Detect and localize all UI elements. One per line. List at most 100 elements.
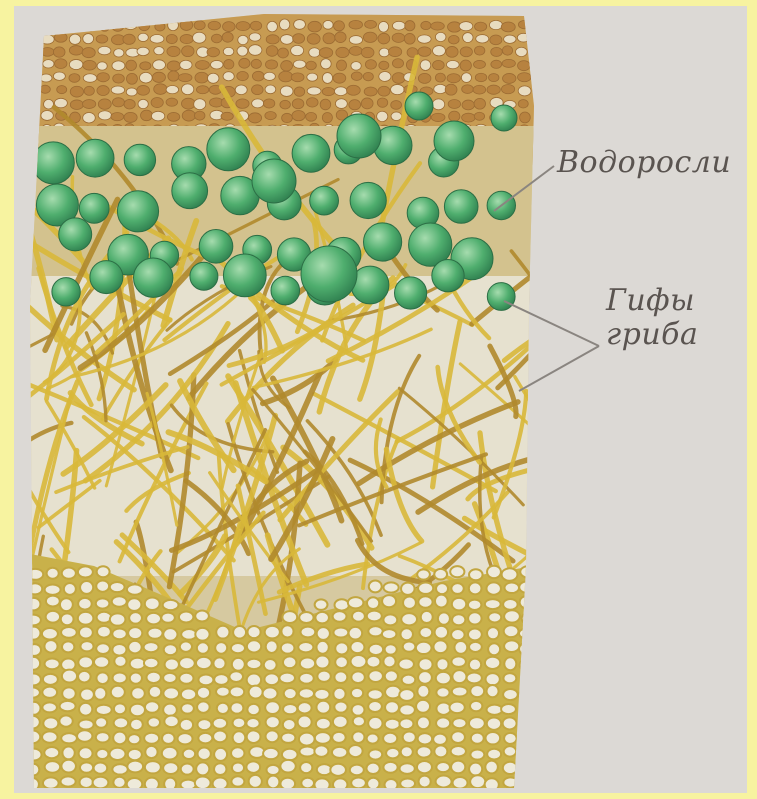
lower-cortex-cell [520, 596, 533, 608]
lower-cortex-cell [504, 625, 519, 637]
lower-cortex-cell [25, 730, 40, 743]
cortex-cell [306, 61, 316, 70]
cortex-cell [178, 74, 192, 82]
lower-cortex-cell [96, 705, 112, 715]
cortex-cell [265, 85, 276, 94]
cortex-cell [516, 47, 528, 56]
figure-frame: Водоросли Гифы гриба [14, 6, 747, 793]
lower-cortex-cell [351, 688, 363, 698]
lower-cortex-cell [520, 777, 534, 789]
cortex-cell [182, 46, 194, 57]
cortex-cell [70, 86, 83, 97]
cortex-cell [111, 86, 124, 94]
cortex-cell [322, 87, 334, 95]
cortex-cell [278, 48, 289, 58]
cortex-cell [97, 86, 109, 96]
lower-cortex-cell [435, 595, 448, 608]
cortex-cell [211, 34, 221, 43]
lower-cortex-cell [145, 778, 159, 791]
lower-cortex-cell [469, 717, 485, 729]
lower-cortex-cell [403, 597, 416, 609]
cortex-cell [152, 72, 165, 82]
cortex-cell [252, 99, 264, 108]
lower-cortex-cell [147, 628, 162, 639]
cortex-cell [418, 35, 432, 43]
lower-cortex-cell [301, 627, 316, 638]
lower-cortex-cell [44, 747, 59, 758]
lower-cortex-cell [299, 688, 314, 698]
lower-cortex-cell [42, 628, 58, 639]
lower-cortex-cell [28, 583, 42, 594]
lower-cortex-cell [130, 673, 142, 684]
lower-cortex-cell [79, 747, 93, 759]
cortex-cell [379, 72, 391, 82]
lower-cortex-cell [130, 658, 146, 670]
lower-cortex-cell [503, 599, 517, 610]
lower-cortex-cell [335, 642, 348, 654]
lower-cortex-cell [436, 776, 452, 788]
cortex-cell [41, 48, 54, 57]
cortex-cell [126, 88, 137, 96]
lower-cortex-cell [433, 734, 447, 745]
lower-cortex-cell [93, 777, 109, 789]
lower-cortex-cell [399, 704, 415, 715]
lower-cortex-cell [333, 627, 348, 637]
lower-cortex-cell [332, 732, 346, 743]
lower-cortex-cell [402, 675, 416, 685]
lower-cortex-cell [382, 595, 396, 607]
cortex-cell [518, 100, 528, 108]
lower-cortex-cell [96, 580, 109, 591]
cortex-cell [207, 73, 218, 83]
cortex-cell [378, 86, 390, 96]
cortex-cell [291, 73, 304, 82]
lower-cortex-cell [383, 762, 397, 773]
cortex-cell [265, 112, 276, 120]
cortex-cell [446, 46, 458, 57]
lower-cortex-cell [247, 730, 261, 743]
lower-cortex-cell [469, 659, 481, 671]
lower-cortex-cell [144, 658, 159, 668]
alga-cell [432, 260, 464, 292]
cortex-cell [237, 46, 248, 56]
cortex-cell [292, 110, 305, 120]
cortex-cell [223, 22, 236, 32]
cortex-cell [475, 22, 487, 31]
leader-line-hyphae-2 [519, 346, 599, 391]
cortex-cell [69, 34, 80, 44]
alga-cell [59, 218, 92, 251]
lower-cortex-cell [385, 719, 400, 730]
cortex-cell [404, 33, 415, 44]
cortex-cell [124, 21, 137, 30]
cortex-cell [460, 60, 471, 71]
cortex-cell [82, 48, 95, 58]
lower-cortex-cell [214, 748, 227, 761]
cortex-cell [518, 61, 531, 71]
lower-cortex-cell [96, 672, 108, 684]
cortex-cell [474, 112, 484, 120]
lower-cortex-cell [334, 701, 347, 712]
cortex-cell [435, 32, 446, 41]
cortex-cell [167, 46, 180, 56]
alga-cell [252, 159, 296, 203]
cortex-cell [334, 21, 345, 31]
cortex-cell [309, 48, 320, 57]
cortex-cell [333, 73, 346, 83]
lower-cortex-cell [62, 670, 77, 683]
lower-cortex-cell [281, 625, 293, 637]
lower-cortex-cell [279, 673, 295, 684]
cortex-cell [252, 85, 264, 95]
lower-cortex-cell [487, 717, 501, 729]
lower-cortex-cell [451, 629, 464, 640]
lower-cortex-cell [249, 686, 263, 699]
lower-cortex-cell [78, 566, 93, 577]
lower-cortex-cell [281, 642, 295, 653]
lower-cortex-cell [247, 704, 260, 715]
cortex-cell [307, 73, 318, 81]
lower-cortex-cell [504, 610, 520, 622]
cortex-cell [418, 47, 431, 57]
lower-cortex-cell [246, 761, 260, 773]
lower-cortex-cell [217, 703, 229, 714]
lower-cortex-cell [61, 613, 74, 625]
cortex-cell [236, 99, 249, 108]
cortex-cell [473, 60, 485, 68]
